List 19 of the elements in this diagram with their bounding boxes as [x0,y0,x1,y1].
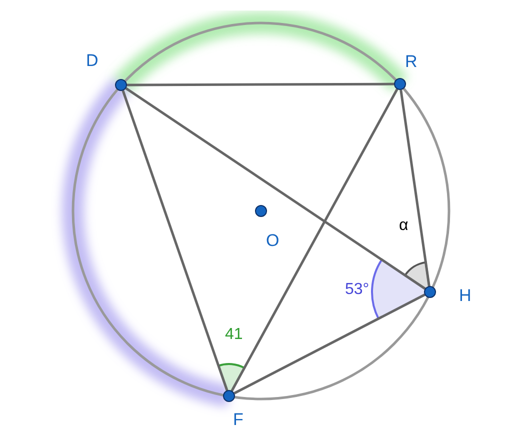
point [394,78,406,90]
line-segment [400,90,430,286]
point [424,286,436,298]
line-segment [122,90,228,391]
line-segment [127,82,394,86]
angle-label: α [399,218,408,234]
point-label: R [405,53,418,70]
point [115,79,127,91]
point-label: D [86,52,98,69]
angle-label: 41 [225,327,243,343]
angle-label: 53° [345,282,370,298]
point-label: F [233,411,244,428]
point-label: H [459,287,472,304]
point [223,390,235,402]
line-segment [234,294,426,394]
point [255,205,267,217]
line-segment [125,87,426,290]
line-segment [230,88,398,392]
point-label: O [266,232,280,249]
